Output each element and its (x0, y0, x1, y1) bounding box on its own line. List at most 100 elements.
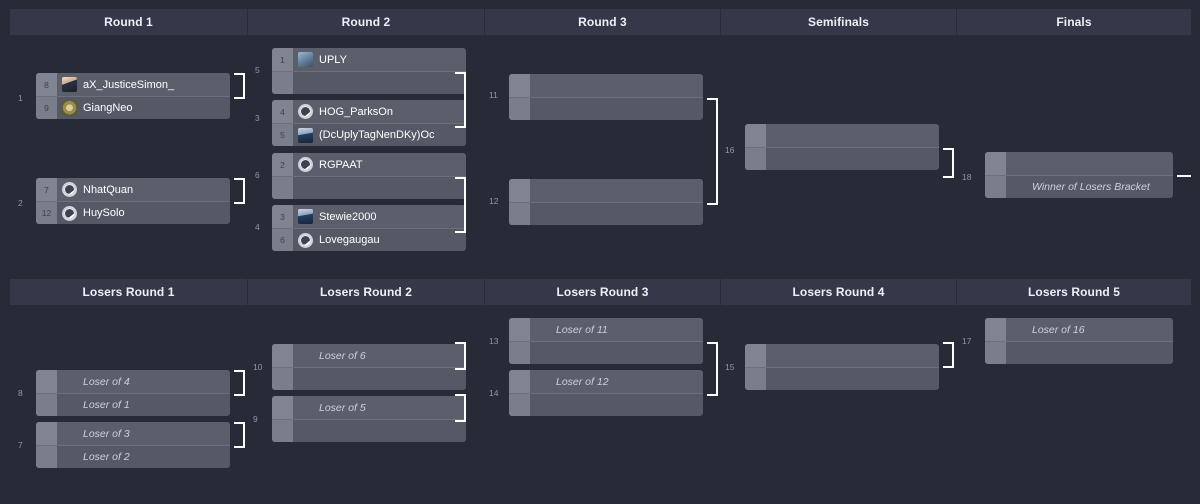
round-header-3[interactable]: Round 3 (485, 9, 720, 35)
match-box[interactable]: Loser of 16 (985, 318, 1173, 364)
avatar (298, 127, 313, 143)
match-slot[interactable] (272, 71, 466, 94)
match-slot[interactable] (272, 367, 466, 390)
seed-number: 6 (272, 229, 293, 251)
match-slot[interactable] (985, 341, 1173, 364)
match-slot[interactable] (509, 341, 703, 364)
match-box[interactable] (745, 124, 939, 170)
seed-number (272, 177, 293, 199)
match-box[interactable] (509, 179, 703, 225)
connector-top-arm (707, 342, 718, 344)
connector-top-arm (455, 72, 466, 74)
avatar-placeholder-icon (771, 152, 786, 167)
losers-round-header-2[interactable]: Losers Round 2 (248, 279, 484, 305)
slot-placeholder-label: Loser of 5 (319, 401, 366, 414)
connector-vertical (243, 370, 245, 396)
participant-name: RGPAAT (319, 158, 363, 171)
match-slot[interactable] (745, 147, 939, 170)
match-box[interactable]: Loser of 11 (509, 318, 703, 364)
seed-number (745, 148, 766, 170)
slot-placeholder-label: Loser of 4 (83, 375, 130, 388)
round-header-2[interactable]: Round 2 (248, 9, 484, 35)
match-slot[interactable]: Loser of 12 (509, 370, 703, 393)
match-box[interactable]: Loser of 6 (272, 344, 466, 390)
avatar (62, 100, 77, 116)
match-slot[interactable]: Loser of 2 (36, 445, 230, 468)
team-logo-icon (62, 182, 77, 197)
team-logo-icon (298, 232, 313, 248)
match-slot[interactable] (745, 124, 939, 147)
match-box[interactable] (745, 344, 939, 390)
match-slot[interactable] (272, 176, 466, 199)
match-slot[interactable]: Loser of 4 (36, 370, 230, 393)
round-label: Round 3 (578, 15, 627, 29)
match-box[interactable] (509, 74, 703, 120)
seed-number: 2 (272, 153, 293, 176)
losers-match-id: 17 (962, 336, 972, 346)
connector-vertical (952, 148, 954, 178)
match-slot[interactable]: Loser of 3 (36, 422, 230, 445)
match-slot[interactable]: Loser of 11 (509, 318, 703, 341)
match-slot[interactable]: Loser of 16 (985, 318, 1173, 341)
participant-name: HOG_ParksOn (319, 105, 393, 118)
match-slot[interactable]: Loser of 5 (272, 396, 466, 419)
match-slot[interactable]: Loser of 6 (272, 344, 466, 367)
match-slot[interactable]: Loser of 1 (36, 393, 230, 416)
match-slot[interactable] (509, 74, 703, 97)
upper-match-id: 3 (255, 113, 260, 123)
avatar-placeholder-icon (535, 102, 550, 117)
match-slot[interactable] (745, 344, 939, 367)
match-box[interactable]: Loser of 4 Loser of 1 (36, 370, 230, 416)
slot-placeholder-label: Loser of 3 (83, 427, 130, 440)
match-slot[interactable]: 5(DcUplyTagNenDKy)Oc (272, 123, 466, 146)
match-slot[interactable] (985, 152, 1173, 175)
connector-top-arm (234, 178, 245, 180)
match-slot[interactable] (509, 179, 703, 202)
match-box[interactable]: Loser of 12 (509, 370, 703, 416)
connector-stub-line (1177, 175, 1191, 177)
match-slot[interactable] (509, 202, 703, 225)
match-box[interactable]: 2 RGPAAT (272, 153, 466, 199)
losers-round-header-1[interactable]: Losers Round 1 (10, 279, 247, 305)
connector-top-arm (455, 177, 466, 179)
match-slot[interactable] (509, 97, 703, 120)
avatar-placeholder-icon (298, 424, 313, 439)
match-box[interactable]: Loser of 5 (272, 396, 466, 442)
match-box[interactable]: Loser of 3 Loser of 2 (36, 422, 230, 468)
upper-match-id: 16 (725, 145, 735, 155)
losers-round-header-3[interactable]: Losers Round 3 (485, 279, 720, 305)
match-slot[interactable] (745, 367, 939, 390)
avatar (298, 52, 313, 67)
losers-round-header-5[interactable]: Losers Round 5 (957, 279, 1191, 305)
round-header-4[interactable]: Semifinals (721, 9, 956, 35)
avatar-placeholder-icon (771, 372, 786, 387)
seed-number (985, 152, 1006, 175)
connector-vertical (464, 72, 466, 128)
match-slot[interactable] (272, 419, 466, 442)
match-slot[interactable]: Winner of Losers Bracket (985, 175, 1173, 198)
match-box[interactable]: Winner of Losers Bracket (985, 152, 1173, 198)
connector-vertical (243, 73, 245, 99)
round-header-1[interactable]: Round 1 (10, 9, 247, 35)
avatar-placeholder-icon (535, 78, 550, 93)
round-header-5[interactable]: Finals (957, 9, 1191, 35)
match-slot[interactable] (509, 393, 703, 416)
losers-match-id: 10 (253, 362, 263, 372)
match-slot[interactable]: 2 RGPAAT (272, 153, 466, 176)
losers-round-header-4[interactable]: Losers Round 4 (721, 279, 956, 305)
seed-number (509, 342, 530, 364)
connector-bottom-arm (455, 126, 466, 128)
